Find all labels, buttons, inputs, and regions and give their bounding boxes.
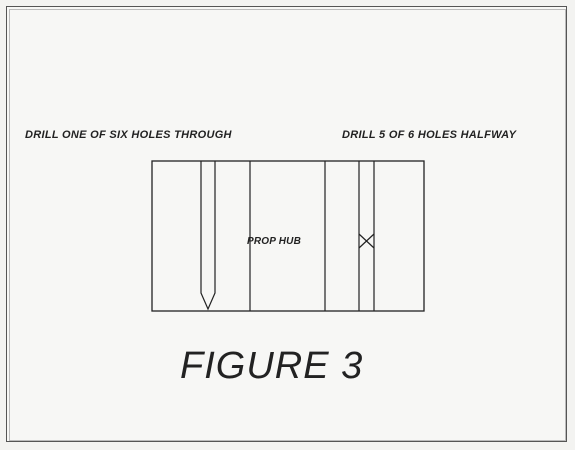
through-hole bbox=[200, 161, 216, 311]
hub-outline bbox=[151, 160, 425, 312]
halfway-holes-note: DRILL 5 OF 6 HOLES HALFWAY bbox=[342, 129, 517, 141]
figure-caption: FIGURE 3 bbox=[180, 345, 364, 387]
page-border bbox=[6, 6, 567, 442]
page-inner-border bbox=[9, 9, 566, 441]
through-hole-note: DRILL ONE OF SIX HOLES THROUGH bbox=[25, 129, 232, 141]
halfway-tip-b bbox=[358, 233, 375, 249]
prop-hub-label: PROP HUB bbox=[247, 236, 302, 247]
